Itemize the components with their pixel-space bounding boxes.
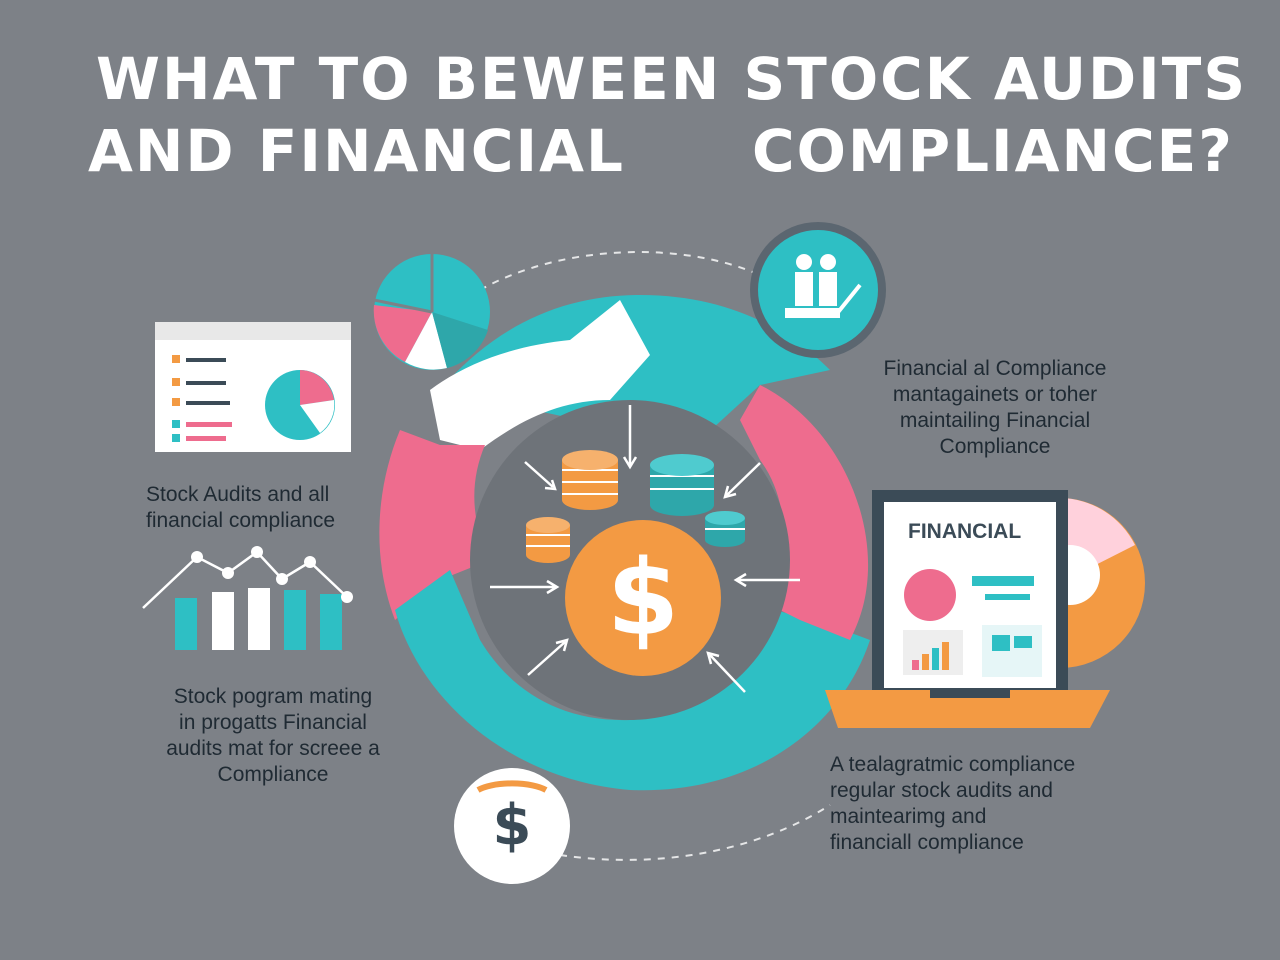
ring-segment-teal-bottom: [395, 570, 870, 791]
dollar-coin-symbol: $: [606, 537, 680, 659]
label-teal-compliance: A tealagratmic compliance regular stock …: [830, 753, 1076, 854]
ring-segment-white-top: [430, 300, 650, 450]
title-line-2-right: COMPLIANCE?: [752, 117, 1234, 185]
bar-line-chart: [142, 546, 353, 650]
coin-stack-orange-small: [526, 517, 570, 563]
browser-card: [155, 322, 351, 452]
dollar-coin: [565, 520, 721, 676]
label-financial-compliance: Financial al Compliance mantagainets or …: [883, 357, 1107, 458]
pie-chart-icon: [373, 254, 490, 370]
dollar-badge-symbol: $: [492, 793, 532, 858]
title-line-1: WHAT TO BEWEEN STOCK AUDITS: [96, 45, 1248, 113]
laptop-screen-title: FINANCIAL: [908, 520, 1022, 543]
title-line-2-left: AND FINANCIAL: [88, 117, 625, 185]
dashed-orbit-bottom: [559, 804, 831, 861]
dashed-orbit-top: [479, 251, 761, 291]
inward-arrows: [490, 405, 800, 693]
label-stock-audits: Stock Audits and all financial complianc…: [146, 483, 336, 532]
ring-segment-pink-left: [379, 430, 490, 620]
coin-stack-orange-large: [562, 450, 618, 510]
laptop: [825, 490, 1145, 728]
dollar-badge: [454, 768, 570, 884]
people-icon: [750, 222, 886, 358]
coin-stack-teal-large: [650, 454, 714, 516]
ring-segment-pink-right: [740, 385, 869, 640]
label-stock-programming: Stock pogram mating in progatts Financia…: [166, 685, 380, 786]
coin-stack-teal-small: [705, 511, 745, 547]
